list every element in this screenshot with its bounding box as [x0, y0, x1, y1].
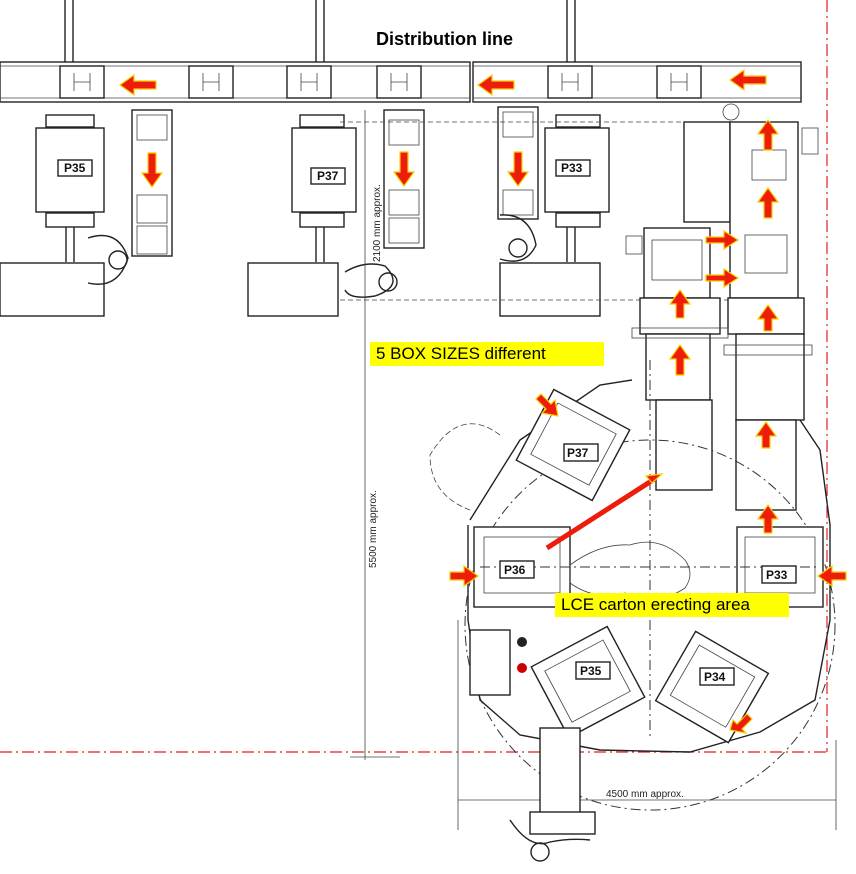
- arrow-down-1: [140, 152, 164, 189]
- label-p35-top: P35: [64, 161, 86, 175]
- building-columns: [64, 0, 576, 62]
- arrow-right-2: [705, 267, 740, 289]
- label-p35-cell: P35: [580, 664, 602, 678]
- label-p34-cell: P34: [704, 670, 726, 684]
- label-p36-cell: P36: [504, 563, 526, 577]
- worktables: [0, 262, 601, 317]
- page-title: Distribution line: [376, 29, 513, 49]
- arrow-up-6: [754, 420, 778, 449]
- arrow-robot-head: [644, 473, 664, 484]
- arrow-left-1: [118, 73, 157, 97]
- arrow-up-1: [756, 118, 780, 151]
- machine-p35-top: [35, 114, 105, 262]
- label-p37-top: P37: [317, 169, 339, 183]
- arrow-down-3: [506, 151, 530, 188]
- label-p33-top: P33: [561, 161, 583, 175]
- machine-p33-top: [544, 114, 610, 262]
- arrow-up-5: [756, 303, 780, 332]
- arrow-up-7: [756, 503, 780, 534]
- arrow-up-4: [668, 343, 692, 376]
- dimension-lines: [340, 110, 837, 830]
- operator-figures: [87, 214, 591, 862]
- arrow-up-2: [756, 186, 780, 219]
- arrow-left-2: [476, 73, 515, 97]
- label-p33-cell: P33: [766, 568, 788, 582]
- arrow-left-3: [728, 68, 767, 92]
- arrow-right-1: [705, 229, 740, 251]
- arrow-diag-1: [535, 393, 559, 417]
- flow-arrows: [118, 68, 847, 734]
- arrow-up-3: [668, 288, 692, 319]
- erecting-area-note: LCE carton erecting area: [555, 593, 789, 617]
- box-sizes-note: 5 BOX SIZES different: [370, 342, 604, 366]
- cell-machine-labels: P37 P36 P33 P35 P34: [499, 443, 797, 686]
- carton-conveyor-assembly: [625, 103, 819, 511]
- arrow-left-4: [816, 564, 847, 588]
- arrow-diag-2: [729, 713, 753, 734]
- machine-p37-top: [291, 114, 357, 262]
- dimension-5500: 5500 mm approx.: [368, 490, 379, 568]
- dimension-2100: 2100 mm approx.: [372, 184, 383, 262]
- distribution-line-conveyor: [0, 61, 802, 103]
- dimension-4500: 4500 mm approx.: [606, 789, 684, 800]
- label-p37-cell: P37: [567, 446, 589, 460]
- arrow-right-3: [449, 564, 480, 588]
- machine-labels-top: P35 P37 P33: [64, 161, 583, 183]
- robot-direction-line: [545, 475, 658, 551]
- arrow-down-2: [392, 151, 416, 188]
